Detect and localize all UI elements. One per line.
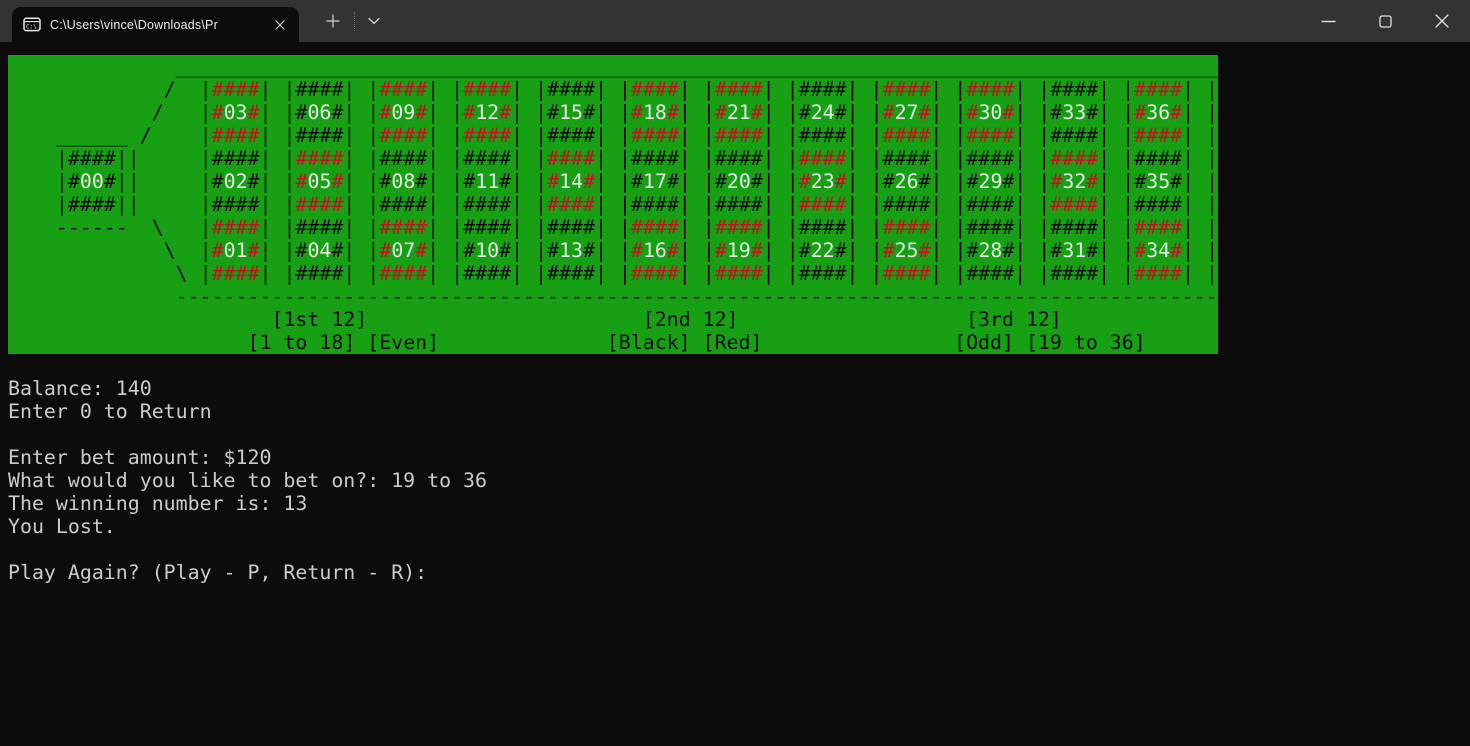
titlebar[interactable]: C:\ C:\Users\vince\Downloads\Pr: [0, 0, 1470, 42]
new-tab-button[interactable]: [320, 8, 346, 34]
console-line: The winning number is: 13: [8, 492, 308, 515]
console-line: Enter bet amount: $120: [8, 446, 272, 469]
table-line: ________________________________________…: [8, 55, 1218, 78]
tab-bar-divider: [354, 12, 355, 31]
table-line: / |#03#| |#06#| |#09#| |#12#| |#15#| |#1…: [8, 101, 1219, 124]
terminal-screen[interactable]: ________________________________________…: [8, 55, 1219, 584]
table-line: [1 to 18] [Even] [Black] [Red] [Odd] [19…: [8, 331, 1218, 354]
console-line: You Lost.: [8, 515, 116, 538]
maximize-button[interactable]: [1356, 0, 1414, 42]
svg-text:C:\: C:\: [26, 24, 37, 31]
table-line: ______ / |####| |####| |####| |####| |##…: [8, 124, 1218, 147]
table-line: \ |#01#| |#04#| |#07#| |#10#| |#13#| |#1…: [8, 239, 1219, 262]
table-line: [1st 12] [2nd 12] [3rd 12]: [8, 308, 1218, 331]
window-controls: [1300, 0, 1470, 42]
table-line: |####|| |####| |####| |####| |####| |###…: [8, 147, 1218, 170]
table-line: ----------------------------------------…: [8, 285, 1218, 308]
minimize-button[interactable]: [1300, 0, 1356, 42]
table-line: \ |####| |####| |####| |####| |####| |##…: [8, 262, 1218, 285]
console-line: [8, 423, 1218, 446]
table-line: |####|| |####| |####| |####| |####| |###…: [8, 193, 1218, 216]
cmd-icon: C:\: [23, 16, 41, 33]
tab-title: C:\Users\vince\Downloads\Pr: [50, 17, 218, 32]
tab-close-icon[interactable]: [269, 14, 291, 36]
table-line: / |####| |####| |####| |####| |####| |##…: [8, 78, 1218, 101]
table-line: |#00#|| |#02#| |#05#| |#08#| |#11#| |#14…: [8, 170, 1219, 193]
close-button[interactable]: [1414, 0, 1470, 42]
console-line: [8, 354, 1218, 377]
console-line: Enter 0 to Return: [8, 400, 212, 423]
table-line: ------ \ |####| |####| |####| |####| |##…: [8, 216, 1218, 239]
console-line: Play Again? (Play - P, Return - R):: [8, 561, 440, 584]
console-line: What would you like to bet on?: 19 to 36: [8, 469, 488, 492]
tab-active[interactable]: C:\ C:\Users\vince\Downloads\Pr: [12, 7, 299, 42]
tab-dropdown-button[interactable]: [361, 8, 387, 34]
console-line: [8, 538, 1218, 561]
console-line: Balance: 140: [8, 377, 152, 400]
roulette-table: ________________________________________…: [8, 55, 1219, 354]
